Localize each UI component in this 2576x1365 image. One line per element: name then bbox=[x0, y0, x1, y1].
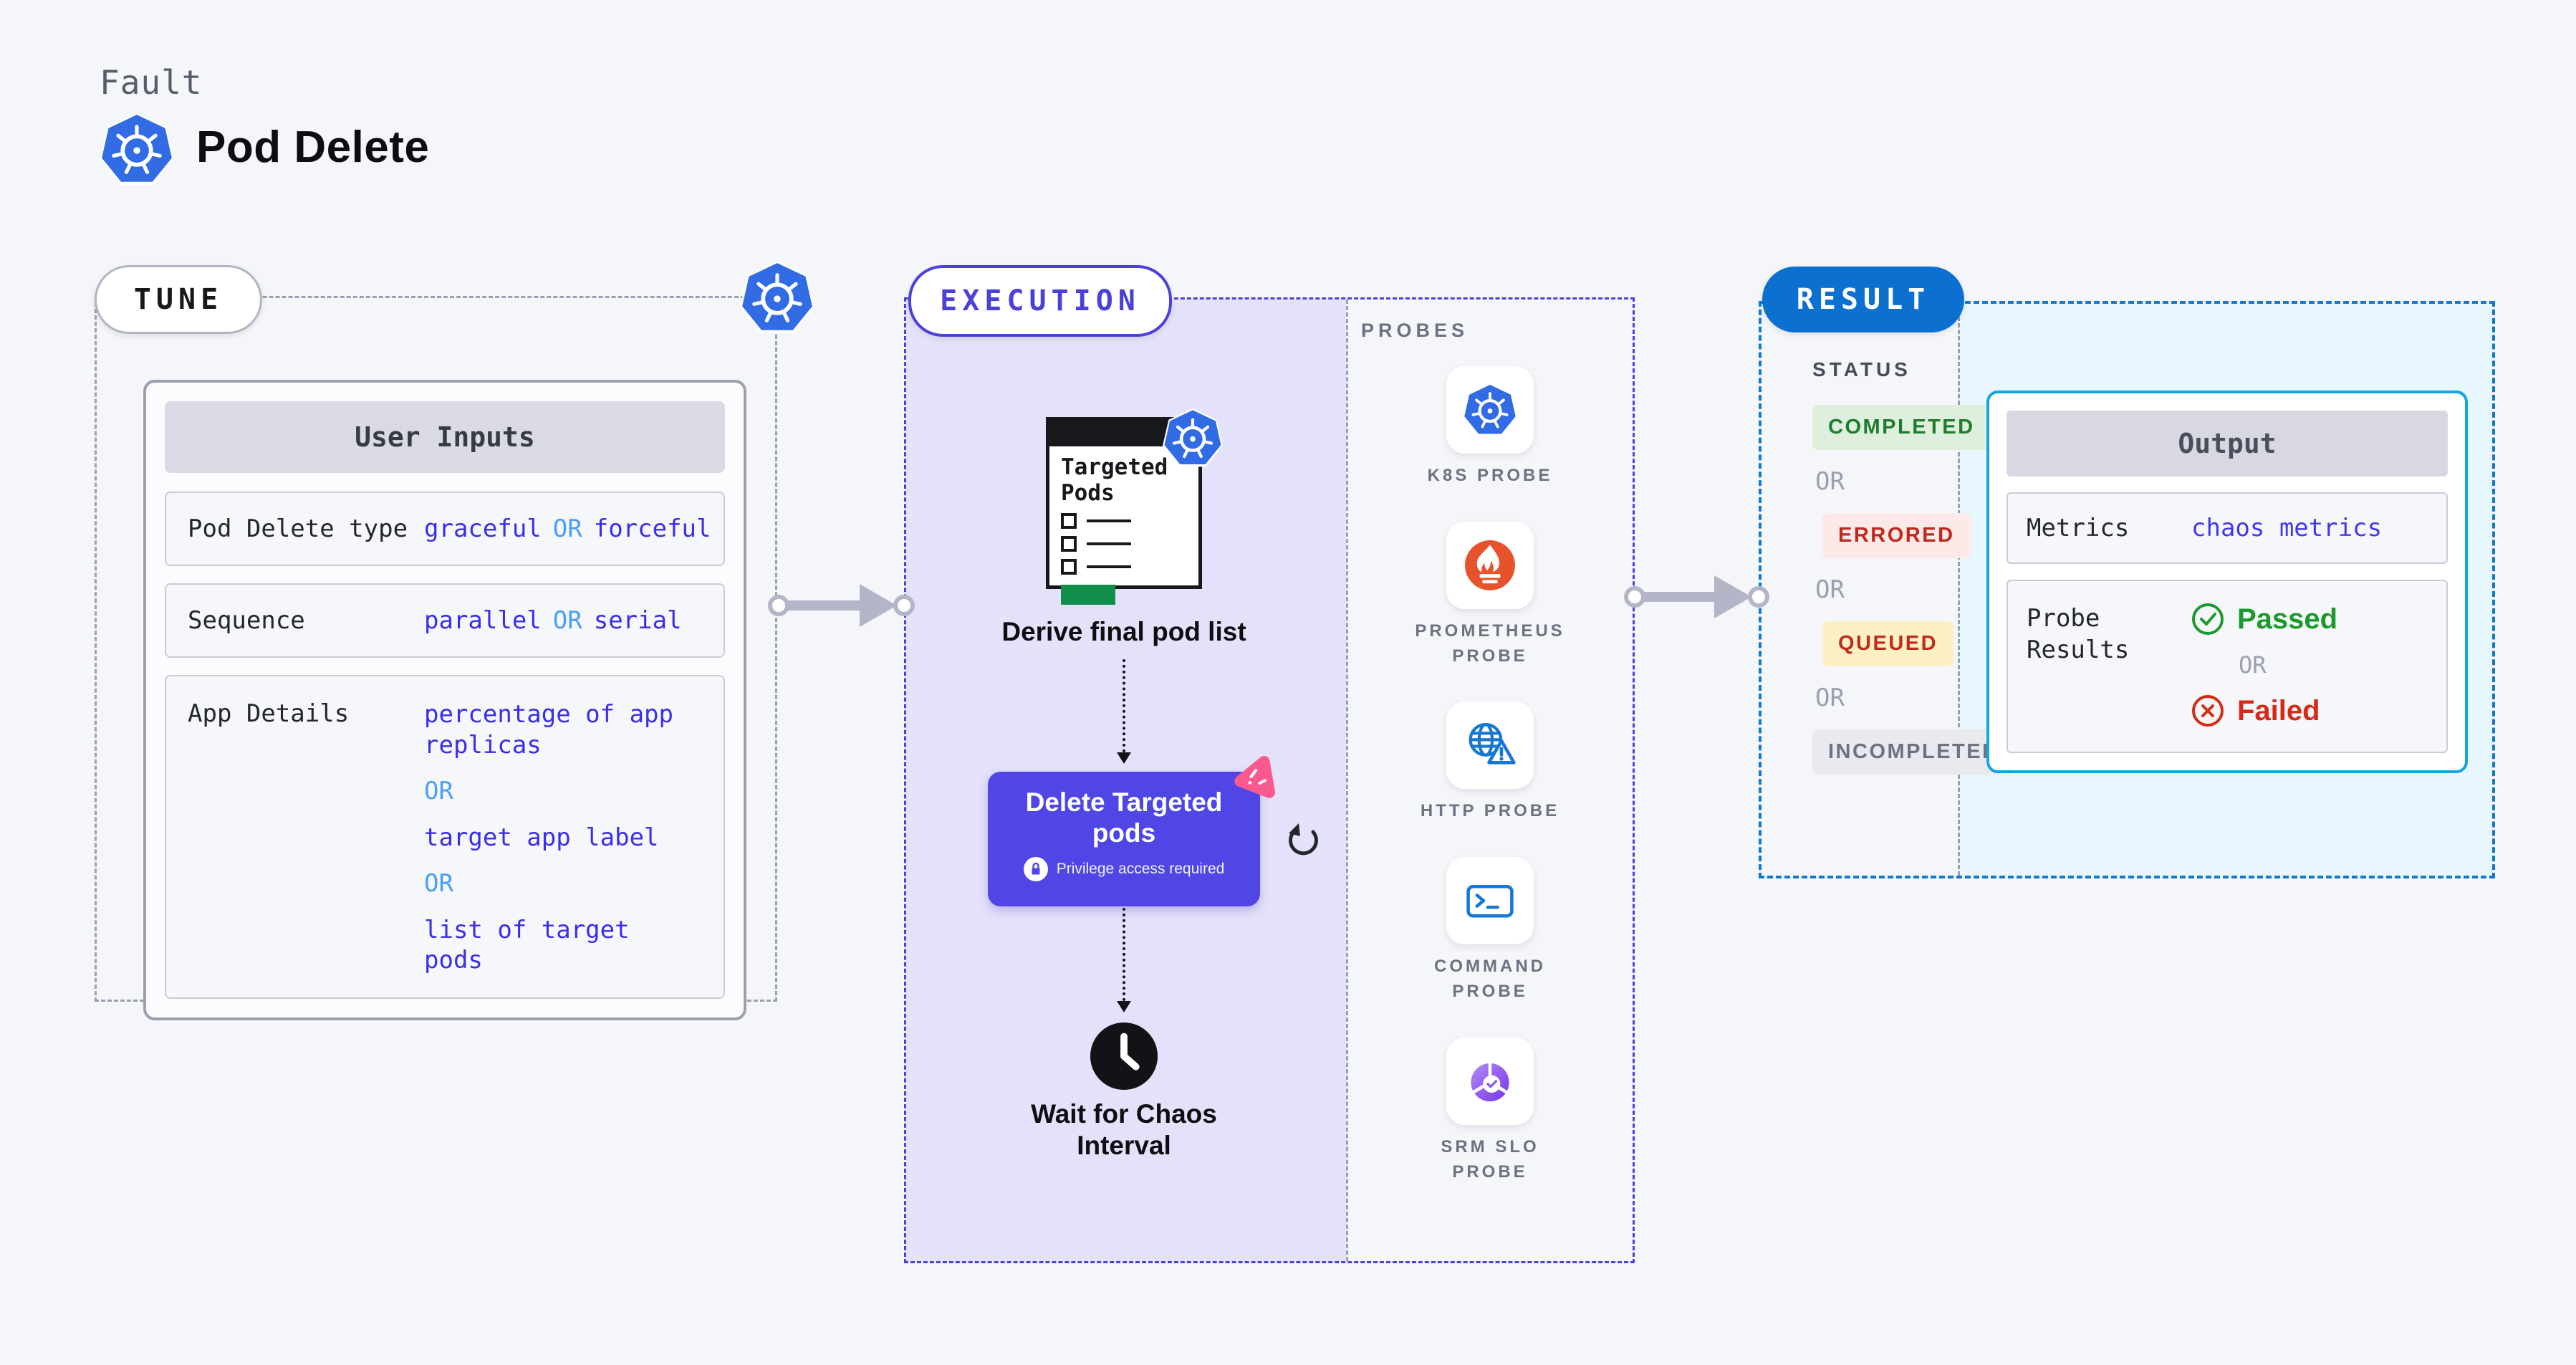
status-or-separator: OR bbox=[1815, 467, 1845, 496]
output-panel: Output Metrics chaos metrics Probe Resul… bbox=[1986, 391, 2468, 773]
probe-result-failed: Failed bbox=[2191, 694, 2337, 727]
probe-label: COMMAND PROBE bbox=[1434, 957, 1546, 1001]
probe-label: HTTP PROBE bbox=[1420, 801, 1560, 821]
page-title: Pod Delete bbox=[196, 123, 430, 172]
probe-item-prometheus: PROMETHEUS PROBE bbox=[1411, 521, 1569, 669]
chaos-pink-icon bbox=[1234, 755, 1276, 798]
probes-panel: PROBES K8S PROBE PROMETHEUS PROBE bbox=[1345, 300, 1635, 1261]
metrics-value: chaos metrics bbox=[2191, 514, 2383, 542]
input-value: percentage of app replicas OR target app… bbox=[424, 700, 673, 974]
checkbox-icon bbox=[1061, 536, 1077, 552]
status-title: STATUS bbox=[1812, 358, 1911, 380]
probe-results-label: Probe Results bbox=[2027, 604, 2130, 665]
probe-item-command: COMMAND PROBE bbox=[1411, 857, 1569, 1005]
passed-label: Passed bbox=[2237, 603, 2338, 635]
pod-checkbox-row bbox=[1061, 559, 1187, 575]
result-section-badge: RESULT bbox=[1762, 267, 1964, 332]
prometheus-icon bbox=[1465, 540, 1515, 590]
progress-bar bbox=[1061, 585, 1115, 605]
probe-item-http: HTTP PROBE bbox=[1411, 701, 1569, 824]
terminal-icon bbox=[1466, 885, 1514, 918]
clock-icon bbox=[1090, 1022, 1158, 1091]
flow-arrow-down bbox=[1117, 908, 1131, 1012]
probe-label: PROMETHEUS PROBE bbox=[1415, 621, 1565, 666]
probe-item-srm-slo: SRM SLO PROBE bbox=[1411, 1037, 1569, 1185]
delete-step-title: Delete Targeted pods bbox=[1025, 787, 1223, 848]
user-inputs-title: User Inputs bbox=[165, 401, 725, 473]
status-or-separator: OR bbox=[1815, 575, 1845, 604]
lock-icon bbox=[1023, 857, 1048, 882]
kubernetes-icon bbox=[740, 260, 814, 335]
checkbox-icon bbox=[1061, 513, 1077, 530]
status-list: COMPLETED OR ERRORED OR QUEUED OR INCOMP… bbox=[1812, 405, 2049, 775]
step-derive-final-pod-list: Derive final pod list bbox=[1001, 617, 1246, 646]
status-badge-errored: ERRORED bbox=[1822, 513, 1971, 558]
privilege-note: Privilege access required bbox=[1056, 861, 1225, 878]
refresh-icon bbox=[1289, 823, 1318, 856]
targeted-pods-clipboard: Targeted Pods bbox=[1046, 417, 1202, 605]
failed-label: Failed bbox=[2237, 694, 2320, 727]
kubernetes-icon bbox=[1163, 408, 1223, 468]
check-circle-icon bbox=[2192, 603, 2224, 635]
delete-targeted-pods-step: Delete Targeted pods Privilege access re… bbox=[988, 755, 1318, 906]
input-label: Sequence bbox=[188, 606, 305, 635]
slo-pie-check-icon bbox=[1471, 1062, 1509, 1101]
globe-warning-icon bbox=[1469, 723, 1516, 765]
output-row-metrics: Metrics chaos metrics bbox=[2007, 492, 2448, 564]
kubernetes-icon bbox=[1463, 383, 1517, 437]
step-wait-for-chaos-interval: Wait for Chaos Interval bbox=[1031, 1099, 1217, 1160]
execution-section-badge: EXECUTION bbox=[908, 265, 1172, 337]
clipboard-title: Targeted Pods bbox=[1061, 454, 1168, 506]
fault-category-label: Fault bbox=[100, 63, 203, 102]
status-badge-completed: COMPLETED bbox=[1812, 405, 1991, 450]
tune-section-badge: TUNE bbox=[95, 265, 262, 334]
probes-zone-background bbox=[1346, 300, 1633, 1261]
flow-arrow-execution-to-result bbox=[1624, 575, 1769, 618]
probe-label: SRM SLO PROBE bbox=[1441, 1136, 1539, 1182]
flow-arrow-down bbox=[1117, 659, 1131, 764]
probe-label: K8S PROBE bbox=[1427, 466, 1553, 485]
probes-title: PROBES bbox=[1361, 320, 1469, 341]
kubernetes-icon bbox=[100, 112, 174, 186]
execution-flow: Targeted Pods Derive final pod list Dele… bbox=[904, 297, 1344, 1263]
status-badge-queued: QUEUED bbox=[1822, 621, 1954, 666]
input-label: App Details bbox=[188, 699, 350, 728]
probe-result-or-separator: OR bbox=[2239, 651, 2267, 679]
metrics-label: Metrics bbox=[2027, 513, 2130, 542]
status-or-separator: OR bbox=[1815, 684, 1845, 712]
flow-arrow-tune-to-execution bbox=[768, 584, 915, 627]
input-label: Pod Delete type bbox=[188, 514, 408, 543]
output-row-probe-results: Probe Results Passed OR Failed bbox=[2007, 580, 2448, 753]
probe-item-k8s: K8S PROBE bbox=[1411, 366, 1569, 489]
pod-checkbox-row bbox=[1061, 513, 1187, 530]
x-circle-icon bbox=[2192, 695, 2224, 727]
output-title: Output bbox=[2007, 411, 2448, 476]
probe-result-passed: Passed bbox=[2191, 603, 2337, 636]
input-row-app-details: App Details percentage of app replicas O… bbox=[165, 675, 725, 999]
checkbox-icon bbox=[1061, 559, 1077, 575]
pod-checkbox-row bbox=[1061, 536, 1187, 552]
status-badge-incompleted: INCOMPLETED bbox=[1812, 729, 2015, 775]
